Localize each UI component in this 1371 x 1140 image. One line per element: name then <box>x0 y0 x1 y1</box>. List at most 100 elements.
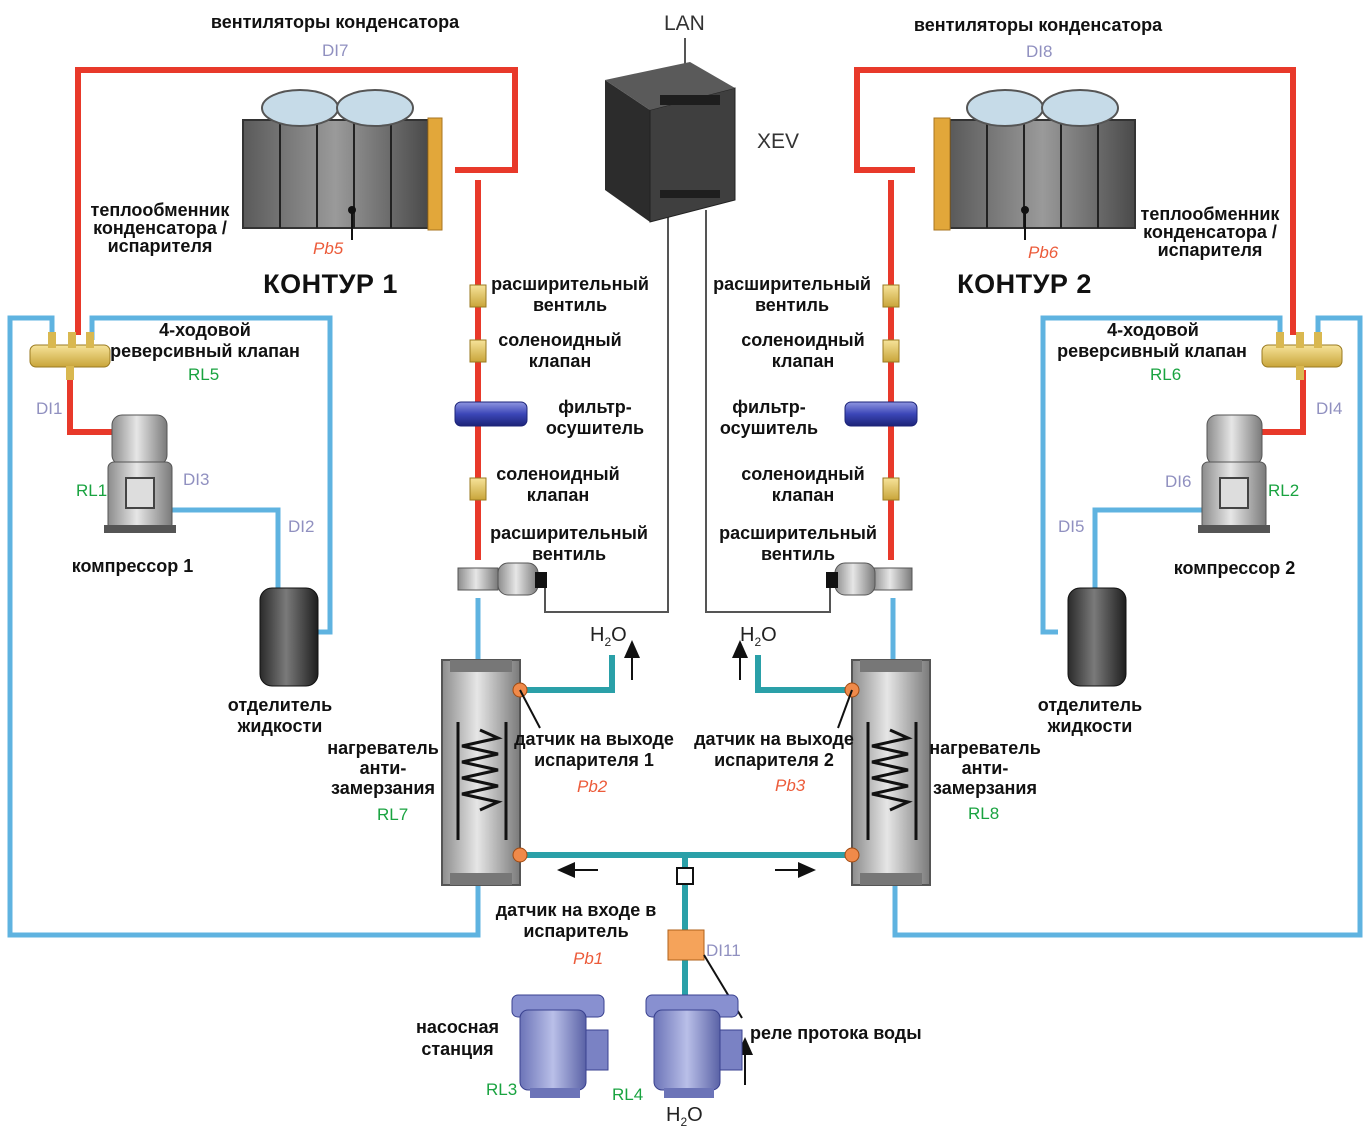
flow-switch-di: DI11 <box>706 941 741 960</box>
right-valve-label-2: реверсивный клапан <box>1057 341 1247 361</box>
inlet-sensor <box>676 867 694 885</box>
right-heater-label-2: анти- <box>961 758 1009 778</box>
pump-1 <box>511 994 609 1098</box>
water-pipe-outlet-right <box>755 655 850 693</box>
left-outlet-sensor-1: датчик на выходе <box>514 729 674 749</box>
right-heater-label-1: нагреватель <box>929 738 1041 758</box>
wire-ev2 <box>705 210 831 613</box>
right-exp-valve-bottom-2: вентиль <box>760 544 836 564</box>
pump-station-label-1: насосная <box>415 1017 500 1037</box>
left-exp-valve-top-1: расширительный <box>491 274 649 294</box>
cold-pipe-left-suction <box>165 507 281 590</box>
lan-label: LAN <box>664 12 705 35</box>
hot-pipe-right-loop <box>854 67 1296 335</box>
cold-pipe-left-outer <box>7 315 481 938</box>
right-separator-label-1: отделитель <box>1037 695 1143 715</box>
left-outlet-probe: Pb2 <box>577 777 608 796</box>
left-outlet-sensor-2: испарителя 1 <box>534 750 654 770</box>
expansion-valve-top-1 <box>469 284 487 308</box>
left-exchanger-probe: Pb5 <box>313 239 344 258</box>
solenoid-valve-top-1 <box>469 339 487 363</box>
expansion-valve-top-2 <box>882 284 900 308</box>
right-outlet-sensor-1: датчик на выходе <box>694 729 854 749</box>
wire-ev1 <box>544 210 669 613</box>
four-way-valve-2 <box>1261 332 1343 380</box>
left-compressor-label: компрессор 1 <box>71 556 194 576</box>
right-solenoid-top-2: клапан <box>771 351 835 371</box>
right-filter-2: осушитель <box>719 418 819 438</box>
left-filter-2: осушитель <box>545 418 645 438</box>
right-exchanger-label-3: испарителя <box>1157 240 1263 260</box>
cold-pipe-right-valve <box>1040 315 1283 635</box>
solenoid-valve-bottom-2 <box>882 477 900 501</box>
right-heater-relay: RL8 <box>968 804 1000 823</box>
h2o-out-left: H2O <box>590 624 627 649</box>
fan-icon <box>966 89 1044 127</box>
left-filter-1: фильтр- <box>558 397 632 417</box>
heater-coil-2 <box>871 728 913 812</box>
solenoid-valve-top-2 <box>882 339 900 363</box>
left-fans-di: DI7 <box>322 41 349 60</box>
electronic-expansion-valve-2 <box>826 562 913 596</box>
right-fans-di: DI8 <box>1026 42 1053 61</box>
right-di6: DI6 <box>1165 472 1192 491</box>
right-exchanger-label-2: конденсатора / <box>1143 222 1277 242</box>
right-exchanger-label-1: теплообменник <box>1140 204 1280 224</box>
cold-pipe-right-outer <box>892 315 1363 938</box>
left-separator-label-1: отделитель <box>227 695 333 715</box>
circuit-2-title: КОНТУР 2 <box>957 269 1092 299</box>
left-heater-label-3: замерзания <box>331 778 435 798</box>
xev-controller <box>605 62 736 223</box>
right-di4: DI4 <box>1316 399 1343 418</box>
evaporator-2 <box>844 659 931 886</box>
h2o-out-right: H2O <box>740 624 777 649</box>
left-heater-label-1: нагреватель <box>327 738 439 758</box>
left-exp-valve-top-2: вентиль <box>532 295 608 315</box>
right-valve-relay: RL6 <box>1150 365 1182 384</box>
right-exchanger-probe: Pb6 <box>1028 243 1059 262</box>
left-valve-relay: RL5 <box>188 365 220 384</box>
right-compressor-label: компрессор 2 <box>1173 558 1296 578</box>
hot-pipe-right-compressor <box>1262 370 1306 435</box>
pump-2-relay: RL4 <box>612 1085 644 1104</box>
condenser-2 <box>933 89 1136 240</box>
condenser-1 <box>242 89 443 240</box>
inlet-sensor-label-2: испаритель <box>523 921 629 941</box>
left-valve-label-2: реверсивный клапан <box>110 341 300 361</box>
right-valve-label-1: 4-ходовой <box>1107 320 1199 340</box>
left-valve-label-1: 4-ходовой <box>159 320 251 340</box>
inlet-sensor-label-1: датчик на входе в <box>495 900 657 920</box>
filter-drier-2 <box>844 401 918 427</box>
left-exchanger-label-1: теплообменник <box>90 200 230 220</box>
right-solenoid-bottom-2: клапан <box>771 485 835 505</box>
hot-pipe-left-compressor <box>67 370 112 435</box>
compressor-2 <box>1198 414 1270 533</box>
right-compressor-relay: RL2 <box>1268 481 1300 500</box>
left-di2: DI2 <box>288 517 315 536</box>
cold-pipe-left-valve <box>89 315 333 635</box>
fan-icon <box>261 89 339 127</box>
left-exchanger-label-3: испарителя <box>107 236 213 256</box>
right-solenoid-top-1: соленоидный <box>741 330 865 350</box>
left-solenoid-top-2: клапан <box>528 351 592 371</box>
left-fans-label: вентиляторы конденсатора <box>210 12 460 32</box>
right-solenoid-bottom-1: соленоидный <box>741 464 865 484</box>
left-solenoid-bottom-2: клапан <box>526 485 590 505</box>
water-pipe-outlet-left <box>520 655 615 693</box>
four-way-valve-1 <box>29 332 111 380</box>
circuit-1-title: КОНТУР 1 <box>263 269 398 299</box>
fan-icon <box>336 89 414 127</box>
compressor-1 <box>104 414 176 533</box>
left-heater-label-2: анти- <box>359 758 407 778</box>
pump-2 <box>645 994 743 1098</box>
right-heater-label-3: замерзания <box>933 778 1037 798</box>
h2o-in-bottom: H2O <box>666 1104 703 1129</box>
evaporator-1 <box>441 659 528 886</box>
left-di3: DI3 <box>183 470 210 489</box>
liquid-separator-1 <box>259 587 319 687</box>
cold-pipe-right-suction <box>1092 507 1208 590</box>
right-outlet-sensor-2: испарителя 2 <box>714 750 834 770</box>
hot-pipe-left-loop <box>75 67 518 335</box>
filter-drier-1 <box>454 401 528 427</box>
